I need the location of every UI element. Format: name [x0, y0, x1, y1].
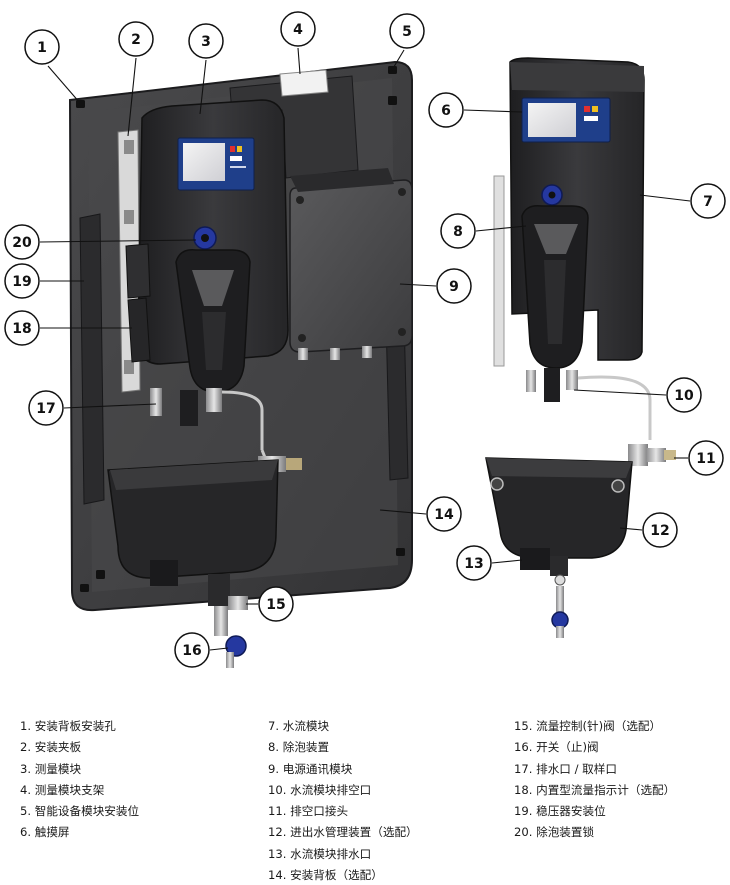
legend-column-3: 15. 流量控制(针)阀（选配） 16. 开关（止)阀 17. 排水口 / 取样… — [514, 716, 675, 844]
legend-item: 7. 水流模块 — [268, 716, 418, 737]
power-comm-module — [290, 180, 412, 352]
svg-text:9: 9 — [449, 279, 459, 295]
svg-text:8: 8 — [453, 224, 463, 240]
legend-item: 15. 流量控制(针)阀（选配） — [514, 716, 675, 737]
drain-connector — [628, 444, 676, 466]
legend-item: 18. 内置型流量指示计（选配） — [514, 780, 675, 801]
callout-13: 13 — [457, 546, 491, 580]
legend-column-2: 7. 水流模块 8. 除泡装置 9. 电源通讯模块 10. 水流模块排空口 11… — [268, 716, 418, 885]
flow-control-valve — [228, 596, 248, 610]
legend-item: 16. 开关（止)阀 — [514, 737, 675, 758]
callout-6: 6 — [429, 93, 463, 127]
svg-text:13: 13 — [464, 556, 483, 572]
callout-9: 9 — [437, 269, 471, 303]
svg-text:14: 14 — [434, 507, 454, 523]
left-assembly — [70, 62, 412, 668]
svg-text:12: 12 — [650, 523, 669, 539]
callout-3: 3 — [189, 24, 223, 58]
callout-4: 4 — [281, 12, 315, 46]
svg-text:1: 1 — [37, 40, 47, 56]
installation-diagram: 1 2 3 4 5 6 7 8 9 10 11 12 13 14 15 16 1… — [0, 0, 730, 700]
svg-text:4: 4 — [293, 22, 303, 38]
legend-item: 13. 水流模块排水口 — [268, 844, 418, 865]
svg-text:6: 6 — [441, 103, 451, 119]
legend-item: 19. 稳压器安装位 — [514, 801, 675, 822]
callout-15: 15 — [259, 587, 293, 621]
legend-item: 9. 电源通讯模块 — [268, 759, 418, 780]
callout-20: 20 — [5, 225, 39, 259]
legend-item: 17. 排水口 / 取样口 — [514, 759, 675, 780]
callout-14: 14 — [427, 497, 461, 531]
legend-item: 5. 智能设备模块安装位 — [20, 801, 139, 822]
callout-5: 5 — [390, 14, 424, 48]
flow-module-drain — [520, 548, 550, 570]
flow-module-drain-outlet — [526, 370, 536, 392]
legend-item: 6. 触摸屏 — [20, 822, 139, 843]
legend-item: 14. 安装背板（选配） — [268, 865, 418, 885]
callout-12: 12 — [643, 513, 677, 547]
svg-text:20: 20 — [12, 235, 32, 251]
svg-text:19: 19 — [12, 274, 31, 290]
legend-item: 1. 安装背板安装孔 — [20, 716, 139, 737]
mounting-hole — [76, 100, 85, 108]
legend-item: 3. 测量模块 — [20, 759, 139, 780]
mounting-hole — [80, 584, 89, 592]
drain-sampling-port — [150, 388, 162, 416]
legend-item: 12. 进出水管理装置（选配） — [268, 822, 418, 843]
callout-17: 17 — [29, 391, 63, 425]
callout-18: 18 — [5, 311, 39, 345]
callout-16: 16 — [175, 633, 209, 667]
right-assembly — [486, 58, 676, 638]
regulator-mount-slot — [80, 214, 104, 504]
parts-legend: 1. 安装背板安装孔 2. 安装夹板 3. 测量模块 4. 测量模块支架 5. … — [0, 716, 730, 881]
legend-item: 11. 排空口接头 — [268, 801, 418, 822]
legend-item: 2. 安装夹板 — [20, 737, 139, 758]
svg-text:3: 3 — [201, 34, 211, 50]
svg-text:7: 7 — [703, 194, 713, 210]
legend-column-1: 1. 安装背板安装孔 2. 安装夹板 3. 测量模块 4. 测量模块支架 5. … — [20, 716, 139, 844]
callout-2: 2 — [119, 22, 153, 56]
callout-7: 7 — [691, 184, 725, 218]
svg-text:10: 10 — [674, 388, 694, 404]
svg-text:15: 15 — [266, 597, 285, 613]
svg-text:17: 17 — [36, 401, 55, 417]
svg-text:5: 5 — [402, 24, 412, 40]
callout-8: 8 — [441, 214, 475, 248]
svg-text:16: 16 — [182, 643, 201, 659]
svg-text:2: 2 — [131, 32, 141, 48]
callout-19: 19 — [5, 264, 39, 298]
legend-item: 20. 除泡装置锁 — [514, 822, 675, 843]
callout-10: 10 — [667, 378, 701, 412]
callout-1: 1 — [25, 30, 59, 64]
svg-text:11: 11 — [696, 451, 715, 467]
flow-indicator — [128, 298, 150, 362]
legend-item: 8. 除泡装置 — [268, 737, 418, 758]
svg-text:18: 18 — [12, 321, 31, 337]
mounting-hole — [396, 548, 405, 556]
legend-item: 4. 测量模块支架 — [20, 780, 139, 801]
legend-item: 10. 水流模块排空口 — [268, 780, 418, 801]
callout-11: 11 — [689, 441, 723, 475]
